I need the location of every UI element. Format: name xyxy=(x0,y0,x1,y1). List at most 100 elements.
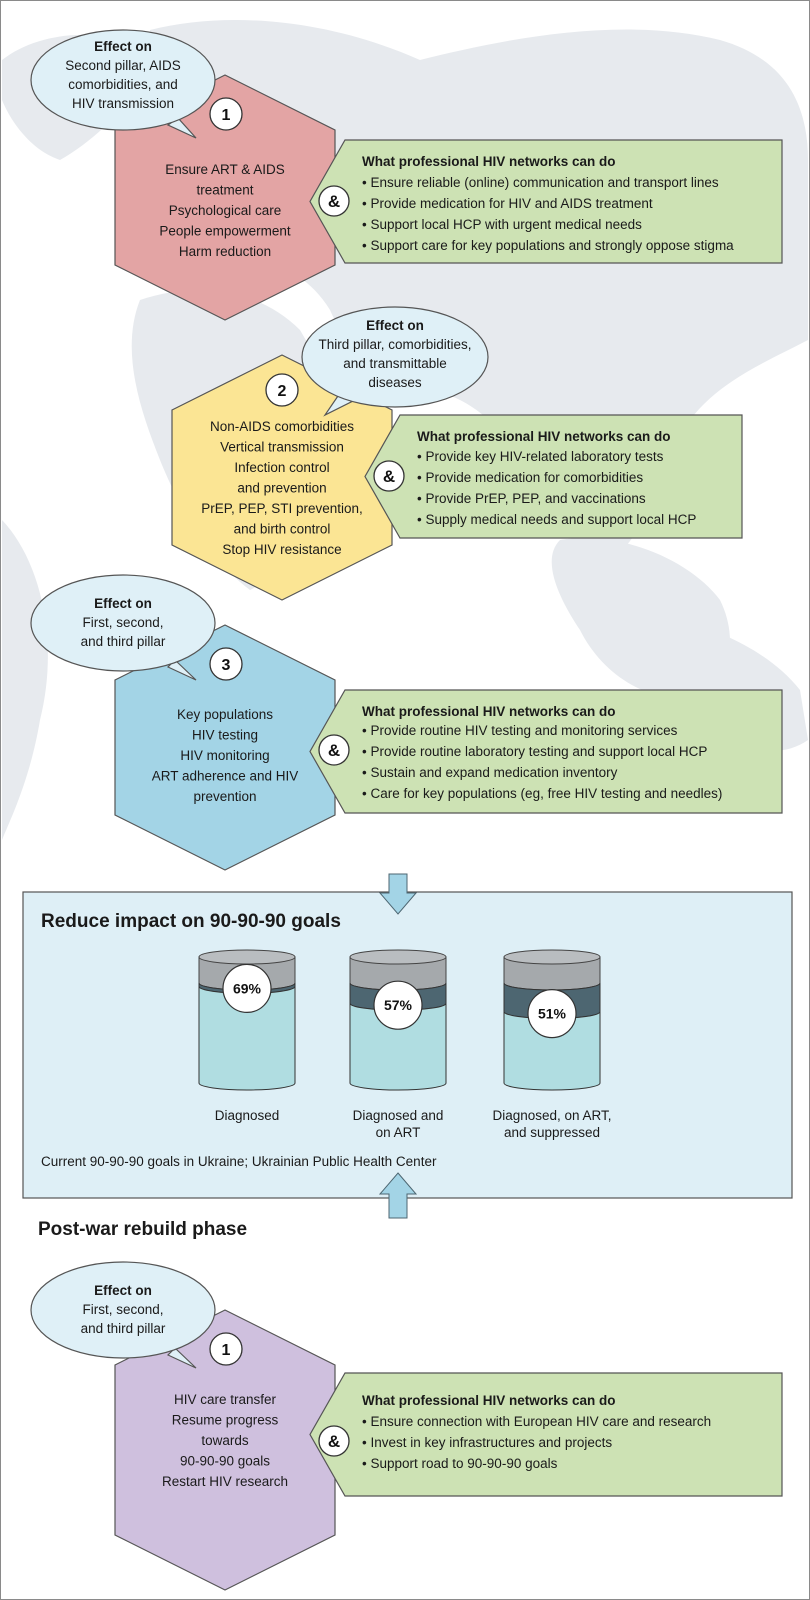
ampersand-circle xyxy=(318,734,350,766)
hexagon-line: HIV care transfer xyxy=(174,1392,277,1407)
hexagon-line: and prevention xyxy=(237,481,326,496)
hexagon-line: towards xyxy=(201,1433,249,1448)
networks-title: What professional HIV networks can do xyxy=(362,154,616,169)
hexagon-line: HIV testing xyxy=(192,728,258,743)
value-label: 57% xyxy=(384,997,413,1013)
networks-box xyxy=(309,689,783,814)
networks-title: What professional HIV networks can do xyxy=(362,1393,616,1408)
hexagon-line: HIV monitoring xyxy=(180,748,269,763)
ampersand-circle xyxy=(373,460,405,492)
effect-title: Effect on xyxy=(366,318,424,333)
hexagon-line: 90-90-90 goals xyxy=(180,1454,270,1469)
cylinder-cap xyxy=(198,949,296,965)
value-circle xyxy=(373,980,423,1030)
networks-bullet: • Provide key HIV-related laboratory tes… xyxy=(417,449,664,464)
networks-title: What professional HIV networks can do xyxy=(362,704,616,719)
value-label: 51% xyxy=(538,1006,567,1022)
value-circle xyxy=(222,963,272,1014)
networks-box xyxy=(364,414,743,539)
hexagon-line: prevention xyxy=(193,789,256,804)
arrow-up xyxy=(378,1172,418,1219)
effect-line: First, second, xyxy=(82,1302,163,1317)
hexagon-line: Resume progress xyxy=(172,1413,279,1428)
ampersand-circle xyxy=(318,1425,350,1457)
hexagon-line: Stop HIV resistance xyxy=(222,542,341,557)
speech-bubble xyxy=(30,574,216,672)
hexagon-line: treatment xyxy=(196,183,253,198)
hexagon-line: PrEP, PEP, STI prevention, xyxy=(201,501,363,516)
effect-title: Effect on xyxy=(94,1283,152,1298)
step-number: 1 xyxy=(222,107,231,124)
networks-bullet: • Provide medication for comorbidities xyxy=(417,470,643,485)
ampersand-label: & xyxy=(328,1432,340,1451)
networks-bullet: • Care for key populations (eg, free HIV… xyxy=(362,786,722,801)
networks-bullet: • Support care for key populations and s… xyxy=(362,238,734,253)
hexagon xyxy=(114,624,336,871)
networks-bullet: • Provide routine HIV testing and monito… xyxy=(362,723,678,738)
networks-bullet: • Provide routine laboratory testing and… xyxy=(362,744,707,759)
arrow-down xyxy=(378,873,418,915)
cylinder-label: Diagnosed, on ART, xyxy=(492,1108,611,1123)
step-number: 1 xyxy=(222,1342,231,1359)
cylinder-3: 51% Diagnosed, on ART, and suppressed xyxy=(492,949,612,1140)
networks-title: What professional HIV networks can do xyxy=(417,429,671,444)
hexagon-line: Non-AIDS comorbidities xyxy=(210,419,354,434)
networks-bullet: • Support local HCP with urgent medical … xyxy=(362,217,642,232)
value-label: 69% xyxy=(233,980,262,996)
networks-bullet: • Supply medical needs and support local… xyxy=(417,512,696,527)
hexagon xyxy=(171,354,393,601)
strategy-block-1: Ensure ART & AIDS treatmentPsychological … xyxy=(30,29,783,321)
networks-bullet: • Provide medication for HIV and AIDS tr… xyxy=(362,196,653,211)
cylinder-cap xyxy=(503,949,601,965)
hexagon-line: Restart HIV research xyxy=(162,1474,288,1489)
ampersand-label: & xyxy=(328,192,340,211)
effect-line: First, second, xyxy=(82,615,163,630)
effect-line: HIV transmission xyxy=(72,96,174,111)
networks-box xyxy=(309,1372,783,1497)
hexagon-line: People empowerment xyxy=(159,224,291,239)
step-number-circle xyxy=(209,97,243,131)
cylinder-cap xyxy=(349,949,447,965)
step-number-circle xyxy=(265,373,299,407)
hexagon-line: and birth control xyxy=(234,522,331,537)
effect-line: and transmittable xyxy=(343,356,447,371)
ampersand-label: & xyxy=(383,467,395,486)
cylinder-label: and suppressed xyxy=(504,1125,600,1140)
goals-footnote: Current 90-90-90 goals in Ukraine; Ukrai… xyxy=(41,1154,437,1169)
step-number-circle xyxy=(209,1332,243,1366)
networks-box xyxy=(309,139,783,264)
map-landmass xyxy=(2,520,48,840)
networks-bullet: • Sustain and expand medication inventor… xyxy=(362,765,618,780)
hexagon-line: ART adherence and HIV xyxy=(152,769,299,784)
speech-bubble xyxy=(30,29,216,131)
networks-bullet: • Ensure reliable (online) communication… xyxy=(362,175,719,190)
networks-bullet: • Support road to 90-90-90 goals xyxy=(362,1456,558,1471)
cylinder-label: Diagnosed xyxy=(215,1108,280,1123)
step-number: 2 xyxy=(278,383,287,400)
speech-bubble xyxy=(301,306,489,408)
phase1-blocks: Ensure ART & AIDS treatmentPsychological … xyxy=(30,29,783,871)
step-number: 3 xyxy=(222,657,231,674)
hexagon-line: Psychological care xyxy=(169,203,282,218)
hexagon xyxy=(114,74,336,321)
effect-line: and third pillar xyxy=(81,634,166,649)
ampersand-circle xyxy=(318,185,350,217)
effect-line: Second pillar, AIDS xyxy=(65,58,181,73)
cylinder-label: on ART xyxy=(376,1125,421,1140)
step-number-circle xyxy=(209,647,243,681)
goals-panel: Reduce impact on 90-90-90 goals 69%Diagn… xyxy=(22,891,793,1199)
networks-bullet: • Provide PrEP, PEP, and vaccinations xyxy=(417,491,646,506)
ampersand-label: & xyxy=(328,741,340,760)
hexagon xyxy=(114,1309,336,1591)
effect-line: comorbidities, and xyxy=(68,77,178,92)
hexagon-line: Vertical transmission xyxy=(220,440,344,455)
networks-bullet: • Invest in key infrastructures and proj… xyxy=(362,1435,612,1450)
hexagon-line: Ensure ART & AIDS xyxy=(165,162,285,177)
hexagon-line: Key populations xyxy=(177,707,273,722)
